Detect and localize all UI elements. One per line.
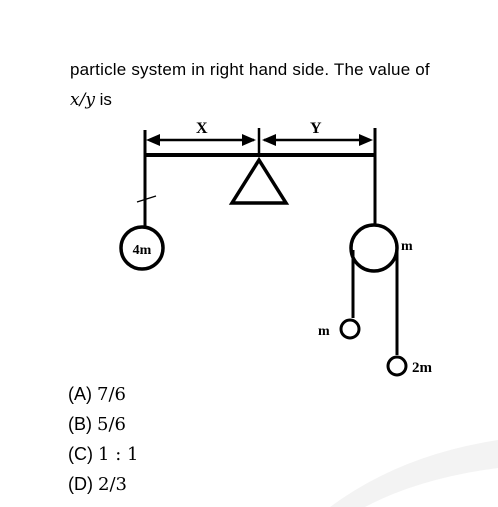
mass-2m-circle <box>386 355 408 377</box>
ratio-expression: x/y <box>70 90 95 110</box>
option-c-label: (C) <box>68 444 93 464</box>
option-d-label: (D) <box>68 474 93 494</box>
option-d[interactable]: (D) 2/3 <box>68 474 127 495</box>
question-line-2: x/y is <box>70 90 112 110</box>
question-suffix: is <box>94 90 112 109</box>
option-a-label: (A) <box>68 384 92 404</box>
mass-m-circle <box>339 318 361 340</box>
arrow-x-right <box>242 134 256 146</box>
option-c-value: 1 : 1 <box>98 444 139 465</box>
arrow-x-left <box>146 134 160 146</box>
fulcrum-triangle <box>228 156 290 205</box>
label-small-m: m <box>318 324 330 339</box>
option-c[interactable]: (C) 1 : 1 <box>68 444 138 465</box>
label-2m: 2m <box>412 360 433 376</box>
option-b-value: 5/6 <box>97 414 126 435</box>
label-x: X <box>196 120 208 137</box>
string-mark <box>136 195 157 203</box>
question-line-1: particle system in right hand side. The … <box>70 60 430 79</box>
label-y: Y <box>310 120 322 137</box>
option-b-label: (B) <box>68 414 92 434</box>
option-a-value: 7/6 <box>97 384 126 405</box>
arrow-y-right <box>359 134 373 146</box>
option-b[interactable]: (B) 5/6 <box>68 414 126 435</box>
pulley <box>349 223 399 273</box>
label-pulley-m: m <box>401 239 413 254</box>
option-a[interactable]: (A) 7/6 <box>68 384 126 405</box>
mass-4m-circle <box>119 225 165 271</box>
label-4m: 4m <box>133 243 152 258</box>
option-d-value: 2/3 <box>98 474 127 495</box>
arrow-y-left <box>262 134 276 146</box>
watermark-swoosh <box>330 440 498 507</box>
